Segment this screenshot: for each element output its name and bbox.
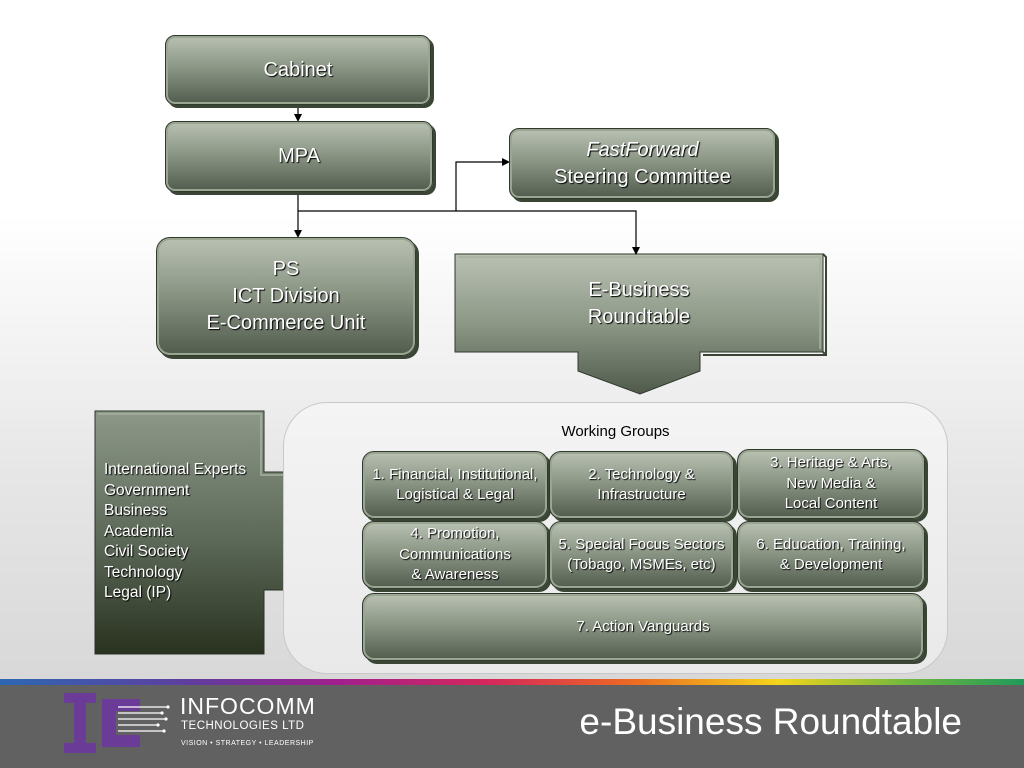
working-group-2: 2. Technology & Infrastructure bbox=[549, 451, 734, 519]
steering-committee-label: Steering Committee bbox=[554, 165, 731, 188]
ebusiness-roundtable-label: E-Business Roundtable bbox=[455, 277, 823, 331]
connector-mpa-fastforward bbox=[455, 158, 510, 211]
slide-title: e-Business Roundtable bbox=[579, 701, 962, 742]
wg-line: Logistical & Legal bbox=[396, 486, 514, 503]
wg-line: 7. Action Vanguards bbox=[576, 617, 710, 635]
working-group-7: 7. Action Vanguards bbox=[362, 593, 924, 661]
wg-line: Local Content bbox=[784, 495, 878, 513]
ps-label: PS bbox=[272, 258, 300, 280]
rainbow-stripe bbox=[0, 679, 1024, 685]
fastforward-name: FastForward bbox=[586, 138, 699, 161]
wg-line: 6. Education, Training, bbox=[756, 535, 906, 553]
ict-division-label: ICT Division bbox=[232, 285, 340, 307]
stakeholder-item: Technology bbox=[104, 563, 183, 581]
stakeholder-item: Business bbox=[104, 502, 167, 519]
working-group-6: 6. Education, Training, & Development bbox=[737, 521, 925, 589]
wg-line: New Media & bbox=[786, 474, 876, 492]
ps-ict-division-box: PS ICT Division E-Commerce Unit bbox=[156, 237, 416, 356]
wg-line: Communications bbox=[399, 545, 511, 563]
logo-tagline: VISION • STRATEGY • LEADERSHIP bbox=[181, 740, 314, 747]
wg-line: 3. Heritage & Arts, bbox=[770, 454, 892, 472]
working-group-4: 4. Promotion, Communications & Awareness bbox=[362, 521, 548, 589]
mpa-label: MPA bbox=[278, 145, 320, 167]
wg-line: 1. Financial, Institutional, bbox=[372, 465, 538, 483]
stakeholder-item: Legal (IP) bbox=[104, 584, 172, 601]
cabinet-label: Cabinet bbox=[263, 58, 333, 81]
infocomm-logo-mark-icon bbox=[64, 693, 170, 753]
wg-line: 2. Technology & bbox=[588, 465, 695, 483]
stakeholder-item: Civil Society bbox=[104, 543, 189, 560]
ecommerce-unit-label: E-Commerce Unit bbox=[206, 312, 366, 334]
logo-subtitle: TECHNOLOGIES LTD bbox=[181, 720, 305, 732]
working-group-3: 3. Heritage & Arts, New Media & Local Co… bbox=[737, 449, 925, 519]
stakeholder-item: Government bbox=[104, 481, 190, 499]
wg-line: & Development bbox=[779, 556, 883, 573]
wg-line: (Tobago, MSMEs, etc) bbox=[567, 556, 716, 573]
cabinet-box: Cabinet bbox=[165, 35, 431, 105]
footer-bar bbox=[0, 685, 1024, 768]
stakeholder-item: Academia bbox=[104, 522, 173, 540]
wg-line: Infrastructure bbox=[597, 486, 686, 503]
fastforward-steering-committee-box: FastForward Steering Committee bbox=[509, 128, 776, 199]
stakeholder-item: International Experts bbox=[104, 461, 247, 478]
working-group-1: 1. Financial, Institutional, Logistical … bbox=[362, 451, 548, 519]
wg-line: 5. Special Focus Sectors bbox=[558, 535, 725, 553]
stakeholder-list: International Experts Government Busines… bbox=[104, 460, 246, 604]
working-groups-title: Working Groups bbox=[561, 423, 670, 440]
wg-line: 4. Promotion, bbox=[410, 525, 500, 543]
mpa-box: MPA bbox=[165, 121, 433, 192]
logo-name: INFOCOMM bbox=[180, 693, 316, 719]
roundtable-line-1: E-Business bbox=[588, 279, 690, 301]
wg-line: & Awareness bbox=[411, 566, 499, 584]
working-group-5: 5. Special Focus Sectors (Tobago, MSMEs,… bbox=[549, 521, 734, 589]
roundtable-line-2: Roundtable bbox=[587, 306, 691, 328]
